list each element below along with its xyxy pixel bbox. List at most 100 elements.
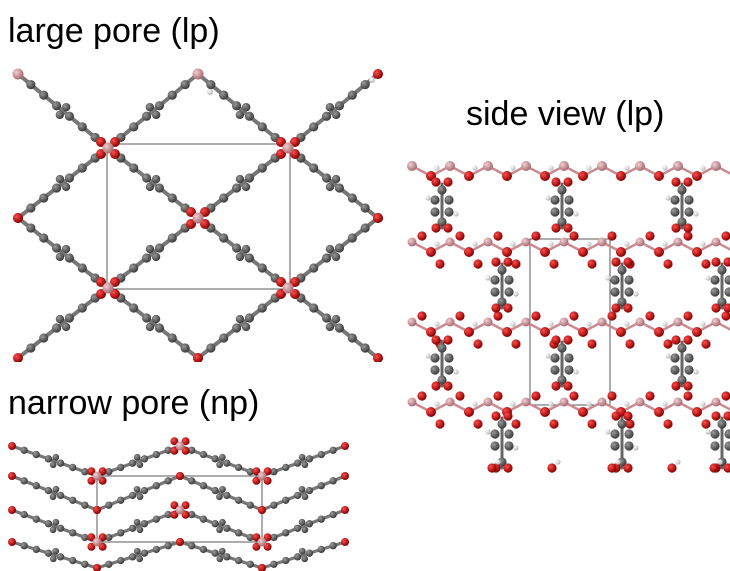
carbon-atom	[234, 496, 243, 504]
oxygen-atom	[654, 171, 664, 181]
oxygen-atom	[464, 247, 474, 257]
carbon-atom	[347, 233, 357, 243]
carbon-atom	[64, 111, 75, 121]
carbon-atom	[301, 555, 309, 563]
aluminium-atom	[559, 317, 569, 327]
carbon-atom	[282, 556, 290, 565]
carbon-atom	[437, 217, 447, 227]
oxygen-atom	[110, 289, 120, 299]
oxygen-atom	[587, 259, 597, 269]
oxygen-atom	[93, 564, 101, 571]
oxygen-atom	[623, 411, 633, 421]
narrow-pore-title: narrow pore (np)	[8, 384, 260, 422]
carbon-atom	[317, 482, 325, 490]
carbon-atom	[497, 297, 507, 307]
carbon-atom	[234, 556, 243, 565]
hydrogen-atom	[485, 275, 491, 281]
oxygen-atom	[276, 149, 286, 159]
oxygen-atom	[692, 407, 702, 417]
oxygen-atom	[417, 231, 427, 241]
carbon-atom	[216, 461, 223, 469]
oxygen-atom	[276, 277, 286, 287]
aluminium-atom	[257, 537, 267, 547]
carbon-atom	[81, 501, 89, 509]
carbon-atom	[152, 450, 160, 459]
carbon-atom	[51, 323, 62, 333]
carbon-atom	[321, 111, 332, 121]
hydrogen-atom	[548, 401, 554, 407]
aluminium-atom	[597, 161, 607, 171]
hydrogen-atom	[605, 429, 611, 435]
carbon-atom	[167, 193, 177, 203]
aluminium-atom	[192, 212, 204, 224]
hydrogen-atom	[510, 401, 516, 407]
aluminium-atom	[445, 161, 455, 171]
oxygen-atom	[290, 137, 300, 147]
hydrogen-atom	[633, 291, 639, 297]
carbon-atom	[81, 560, 89, 568]
carbon-atom	[39, 90, 49, 100]
carbon-atom	[244, 313, 255, 323]
carbon-atom	[490, 287, 500, 297]
carbon-atom	[133, 547, 141, 555]
carbon-atom	[490, 275, 500, 285]
aluminium-atom	[559, 237, 569, 247]
oxygen-atom	[263, 476, 272, 485]
carbon-atom	[199, 545, 208, 554]
carbon-atom	[105, 468, 113, 476]
carbon-atom	[329, 510, 337, 519]
aluminium-atom	[635, 317, 645, 327]
carbon-atom	[219, 193, 229, 203]
carbon-atom	[550, 365, 560, 375]
carbon-atom	[437, 185, 447, 195]
carbon-atom	[564, 365, 574, 375]
oxygen-atom	[186, 219, 196, 229]
aluminium-atom	[673, 317, 683, 327]
hydrogen-atom	[662, 401, 668, 407]
carbon-atom	[624, 287, 634, 297]
carbon-atom	[133, 453, 141, 461]
carbon-atom	[117, 556, 125, 565]
hydrogen-atom	[615, 459, 621, 465]
carbon-atom	[77, 303, 87, 313]
oxygen-atom	[503, 257, 513, 267]
carbon-atom	[282, 529, 290, 537]
oxygen-atom	[611, 411, 621, 421]
carbon-atom	[497, 457, 507, 467]
oxygen-atom	[578, 171, 588, 181]
carbon-atom	[136, 461, 144, 469]
carbon-atom	[309, 163, 319, 173]
oxygen-atom	[671, 223, 681, 233]
carbon-atom	[624, 429, 634, 439]
carbon-atom	[136, 526, 144, 534]
carbon-atom	[145, 102, 155, 112]
carbon-atom	[244, 111, 255, 121]
oxygen-atom	[193, 353, 203, 362]
carbon-atom	[188, 542, 196, 550]
carbon-atom	[180, 79, 190, 90]
carbon-atom	[56, 459, 65, 467]
hydrogen-atom	[717, 459, 723, 465]
hydrogen-atom	[472, 241, 478, 247]
aluminium-atom	[12, 68, 24, 80]
carbon-atom	[49, 461, 57, 469]
carbon-atom	[490, 441, 500, 451]
oxygen-atom	[711, 257, 721, 267]
carbon-atom	[617, 457, 627, 467]
oxygen-atom	[96, 149, 106, 159]
oxygen-atom	[531, 391, 541, 401]
carbon-atom	[325, 322, 335, 332]
carbon-atom	[231, 323, 242, 333]
oxygen-atom	[721, 391, 730, 401]
carbon-atom	[64, 313, 75, 323]
aluminium-atom	[483, 161, 493, 171]
oxygen-atom	[373, 69, 383, 79]
oxygen-atom	[98, 542, 107, 551]
oxygen-atom	[511, 339, 521, 349]
carbon-atom	[557, 343, 567, 353]
carbon-atom	[20, 510, 28, 519]
oxygen-atom	[87, 476, 96, 485]
hydrogen-atom	[662, 241, 668, 247]
carbon-atom	[270, 501, 278, 509]
hydrogen-atom	[693, 369, 699, 375]
